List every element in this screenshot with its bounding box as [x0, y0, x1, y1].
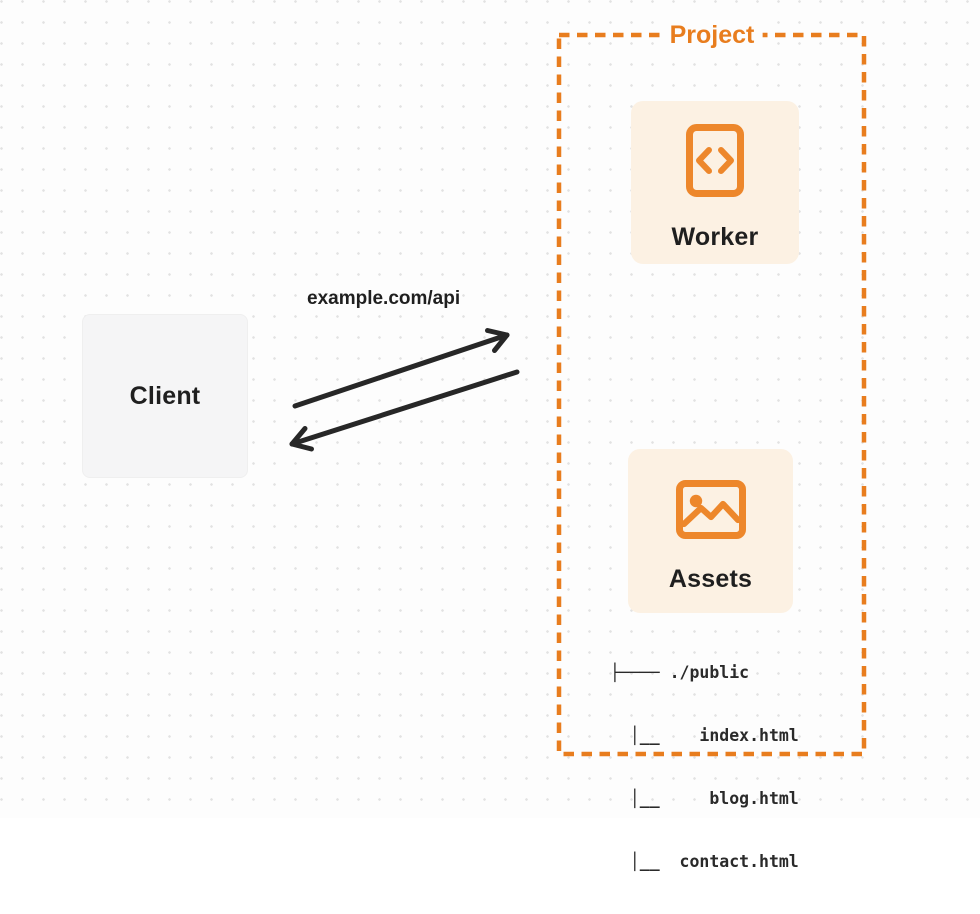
code-icon	[686, 124, 744, 202]
file-tree: ├──── ./public │__ index.html │__ blog.h…	[610, 620, 799, 914]
assets-node: Assets	[628, 449, 793, 613]
request-arrow-shaft	[292, 332, 510, 409]
request-arrow	[292, 328, 510, 409]
worker-node: Worker	[631, 101, 799, 264]
worker-label: Worker	[671, 223, 759, 251]
request-url-label: example.com/api	[307, 288, 461, 309]
request-arrowhead-icon	[485, 328, 510, 353]
file-tree-item: │__ blog.html	[610, 789, 799, 808]
response-arrow-shaft	[289, 369, 520, 447]
response-arrowhead-icon	[289, 426, 314, 452]
client-label: Client	[129, 381, 201, 410]
diagram-canvas: Client example.com/api Project Worker As…	[0, 0, 980, 871]
project-label: Project	[661, 21, 763, 49]
assets-label: Assets	[668, 565, 753, 593]
image-icon	[675, 480, 746, 544]
file-tree-item: │__ index.html	[610, 726, 799, 745]
file-tree-root: ├──── ./public	[610, 663, 750, 682]
client-node: Client	[82, 314, 248, 478]
response-arrow	[289, 369, 520, 452]
file-tree-item: │__ contact.html	[610, 852, 799, 871]
